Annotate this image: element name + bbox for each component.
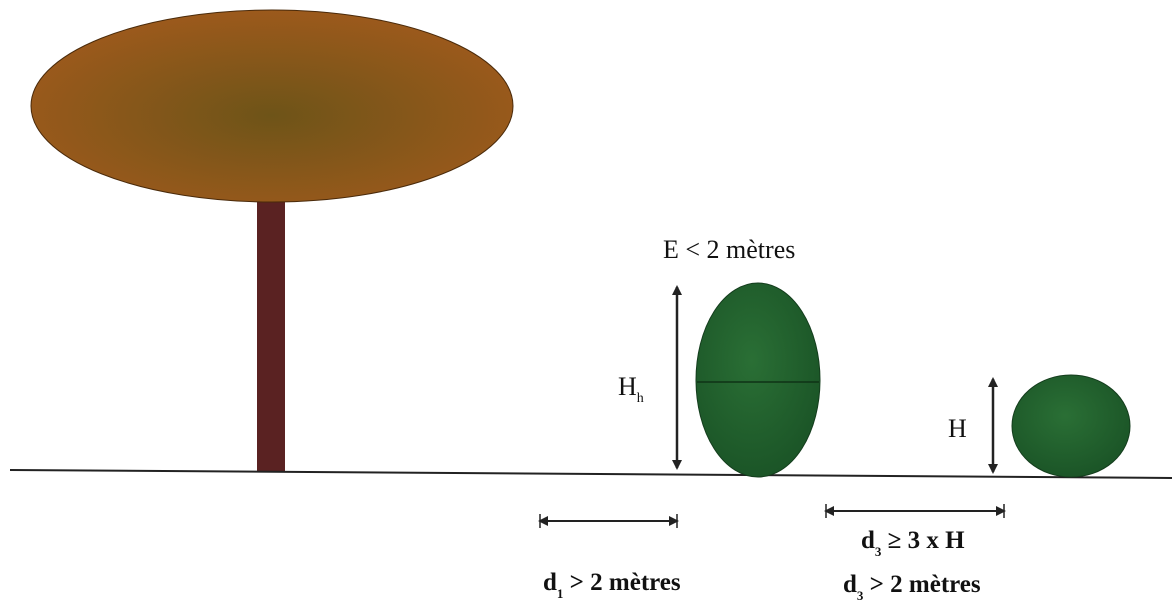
tree-trunk: [257, 198, 285, 472]
hh-label-sub: h: [637, 391, 644, 406]
tree-crown: [30, 9, 514, 203]
d3-line1-rest: ≥ 3 x H: [881, 527, 965, 554]
d1-label-rest: > 2 mètres: [563, 569, 680, 596]
d1-label-main: d: [543, 569, 557, 596]
d3-label-line1: d3 ≥ 3 x H: [861, 527, 965, 559]
d1-label-sub: 1: [557, 586, 564, 601]
d3-line1-sub: 3: [875, 544, 882, 559]
d3-line1-main: d: [861, 527, 875, 554]
small-hedge: [1011, 374, 1131, 478]
d3-label-line2: d3 > 2 mètres: [843, 571, 981, 603]
hh-label-main: H: [618, 372, 637, 401]
tall-hedge: [695, 282, 821, 478]
d3-line2-rest: > 2 mètres: [863, 571, 980, 598]
ground-line: [9, 469, 1173, 479]
h-label: H: [948, 414, 967, 443]
d3-line2-main: d: [843, 571, 857, 598]
d3-line2-sub: 3: [857, 588, 864, 603]
spacing-label: E < 2 mètres: [663, 235, 795, 264]
d1-label: d1 > 2 mètres: [543, 569, 681, 601]
hh-label: Hh: [618, 372, 644, 406]
